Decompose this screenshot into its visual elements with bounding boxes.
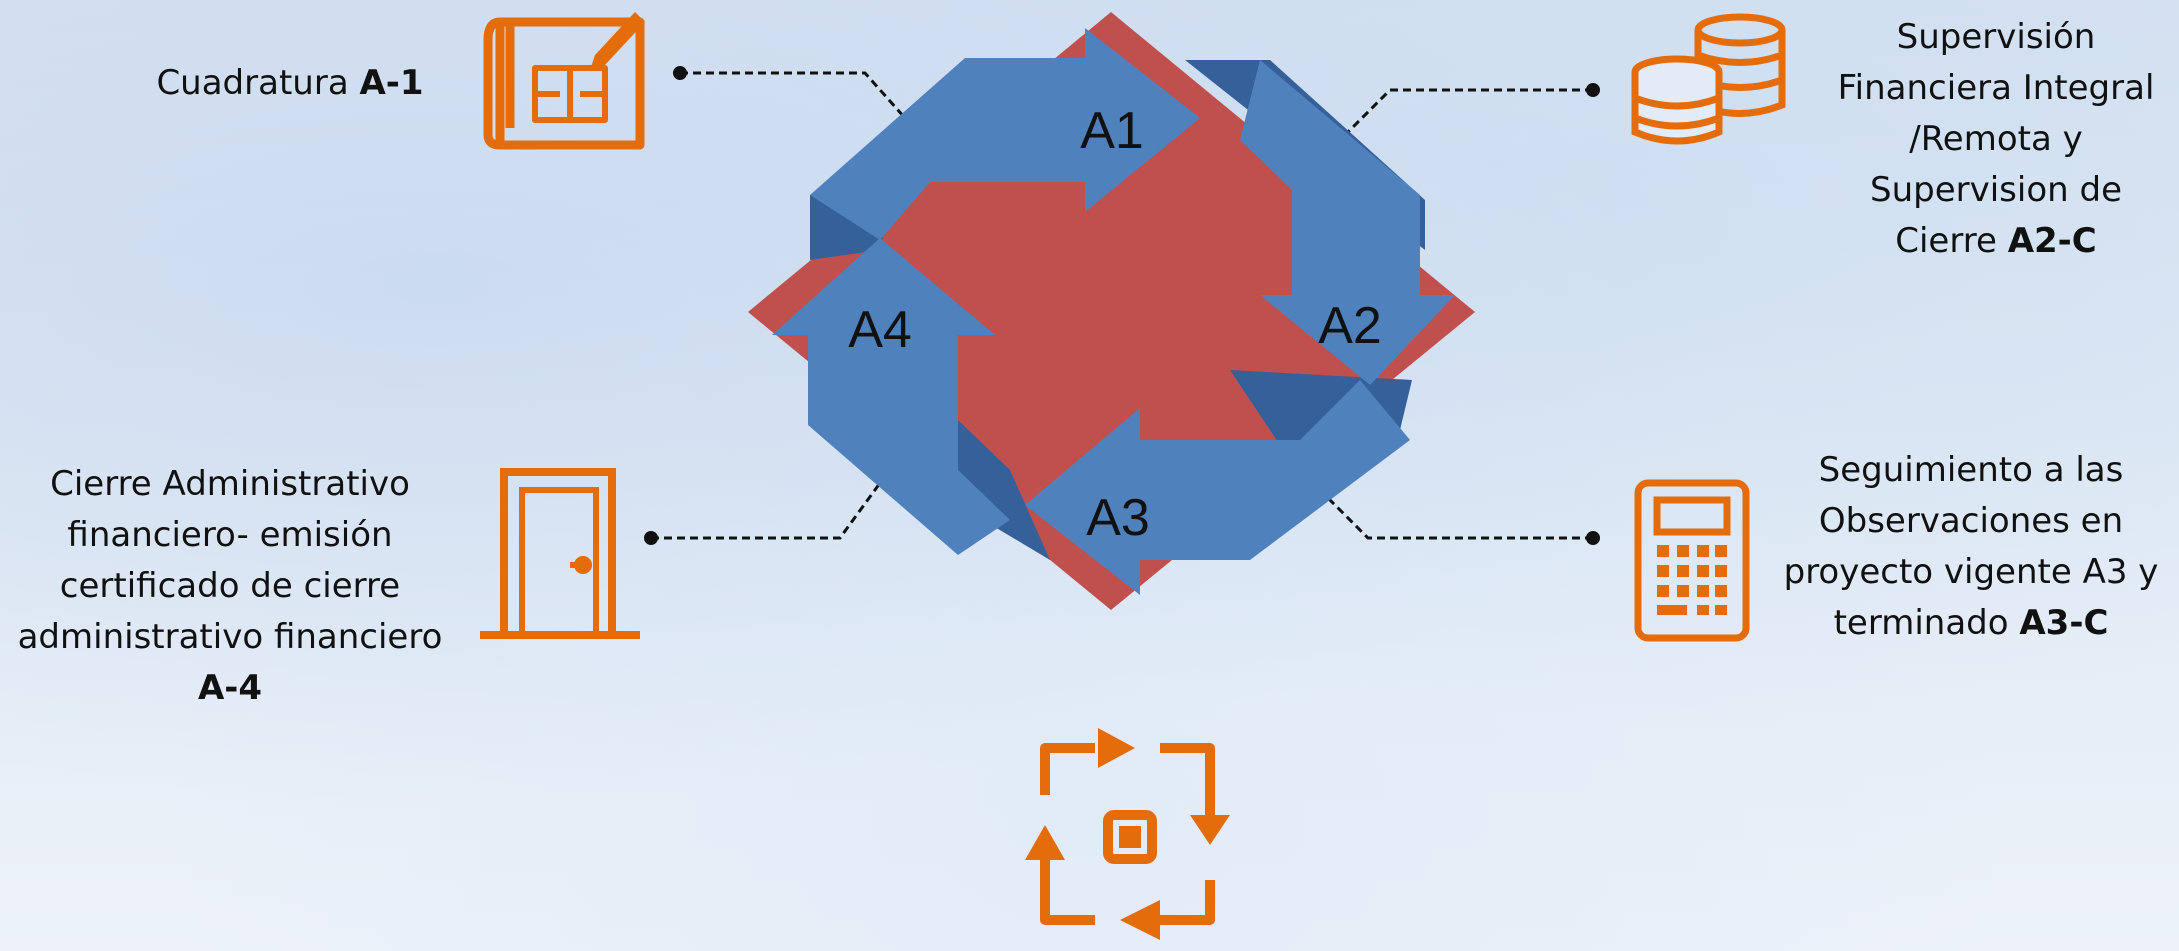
label-a2-line4: Supervision de (1870, 170, 2122, 210)
label-a3-line3: proyecto vigente A3 y (1783, 552, 2159, 592)
label-a4-line1: Cierre Administrativo (50, 464, 410, 504)
label-a1-text: Cuadratura (156, 63, 360, 103)
connector-dot-a4 (644, 531, 658, 545)
label-a2-line2: Financiera Integral (1837, 68, 2155, 108)
label-a4-line2: financiero- emisión (67, 515, 393, 555)
blueprint-icon (483, 12, 645, 150)
label-a3-code: A3-C (2019, 603, 2109, 643)
arrow-a1 (810, 28, 1200, 240)
coins-icon (1631, 13, 1786, 145)
label-a1: Cuadratura A-1 (145, 58, 435, 109)
label-a1-code: A-1 (359, 63, 424, 103)
cycle-label-a1: A1 (1080, 102, 1144, 160)
connector-dot-a2 (1586, 83, 1600, 97)
label-a4: Cierre Administrativo financiero- emisió… (0, 459, 460, 714)
label-a4-code: A-4 (197, 668, 263, 708)
label-a2-line5: Cierre (1895, 221, 2008, 261)
label-a3-line4-wrap: terminado A3-C (1765, 598, 2177, 649)
label-a2: Supervisión Financiera Integral /Remota … (1820, 12, 2172, 267)
label-a2-line3: /Remota y (1909, 119, 2083, 159)
label-a2-line5-wrap: Cierre A2-C (1820, 216, 2172, 267)
calculator-icon (1634, 479, 1750, 642)
connector-a3 (1323, 493, 1593, 540)
connector-dot-a3 (1586, 531, 1600, 545)
arrow-a3 (1025, 380, 1410, 595)
label-a4-line4: administrativo financiero (17, 617, 443, 657)
label-a3: Seguimiento a las Observaciones en proye… (1765, 445, 2177, 649)
label-a2-line1: Supervisión (1896, 17, 2096, 57)
label-a4-line3: certificado de cierre (59, 566, 401, 606)
label-a3-line1: Seguimiento a las (1818, 450, 2124, 490)
label-a3-line2: Observaciones en (1818, 501, 2124, 541)
arrow-a4 (772, 238, 1010, 555)
cycle-label-a3: A3 (1086, 489, 1150, 547)
label-a4-line5: A-4 (0, 663, 460, 714)
cycle-icon (1025, 728, 1230, 940)
connector-dot-a1 (673, 66, 687, 80)
cycle-label-a4: A4 (848, 301, 912, 359)
label-a2-code: A2-C (2007, 221, 2097, 261)
cycle-label-a2: A2 (1318, 297, 1382, 355)
door-icon (480, 468, 640, 639)
connector-a2 (1343, 88, 1593, 137)
connector-a4 (651, 482, 882, 540)
cycle-graphic: A1 A2 A3 A4 (748, 12, 1475, 610)
connector-a1 (680, 71, 907, 119)
label-a3-line4: terminado (1833, 603, 2020, 643)
arrow-a2 (1240, 60, 1455, 385)
